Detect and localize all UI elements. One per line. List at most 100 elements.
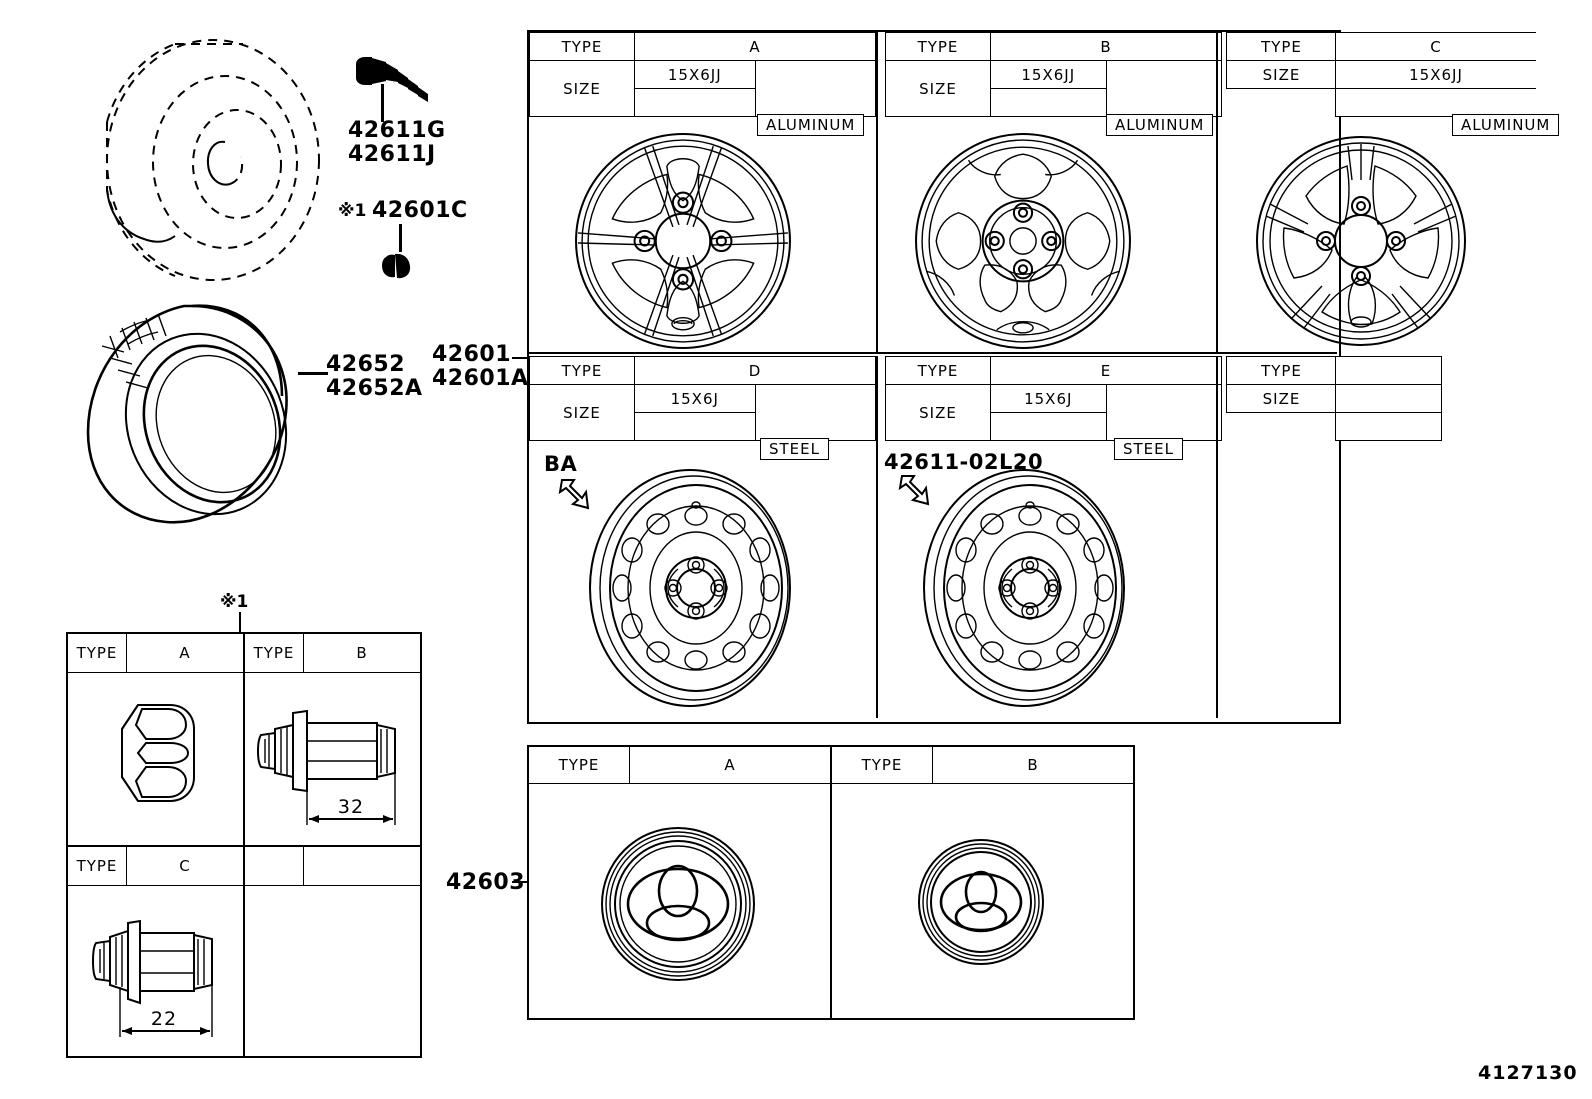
wheel-cell-blank-values	[1335, 356, 1442, 441]
material-steel-E: STEEL	[1114, 438, 1183, 460]
toyota-emblem-large-icon	[601, 827, 755, 981]
divider-D-E	[876, 356, 878, 718]
wheel-cell-blank-header: TYPE SIZE	[1226, 356, 1337, 413]
wheel-drum-illustration	[55, 12, 355, 292]
type-value-B: B	[990, 32, 1222, 61]
row-divider	[529, 352, 1337, 354]
arrow-tag-BA: BA	[544, 452, 578, 476]
type-label-B: TYPE	[885, 32, 991, 61]
wheel-cell-A-header: TYPE A SIZE 15X6JJ	[529, 32, 876, 117]
nut-illustration-cell-empty	[243, 885, 422, 1058]
callout-42601: 42601	[432, 342, 512, 367]
callout-42611G: 42611G	[348, 118, 446, 143]
wheel-illustration-B	[912, 130, 1134, 352]
valve-cap-illustration	[380, 246, 430, 286]
type-value-blank	[1335, 356, 1442, 385]
type-value-C: C	[1335, 32, 1536, 61]
callout-42652: 42652	[326, 352, 406, 377]
size-extra-C	[1335, 88, 1536, 117]
size-empty-A	[754, 60, 876, 117]
wheel-cell-B-header: TYPE B SIZE 15X6JJ	[885, 32, 1222, 117]
nut-type-label-C: TYPE	[66, 845, 127, 886]
size-extra-blank	[1335, 412, 1442, 441]
type-label-blank: TYPE	[1226, 356, 1337, 385]
size-label-blank: SIZE	[1226, 384, 1337, 413]
nut-type-value-C: C	[126, 845, 245, 886]
cap-table-leader-line	[512, 881, 530, 883]
divider-E-blank	[1216, 356, 1218, 718]
nut-illustration-cell-B: 32	[243, 672, 422, 847]
size-label-E: SIZE	[885, 384, 991, 441]
cap-type-value-A: A	[629, 745, 832, 784]
wheel-cell-C-values: C 15X6JJ	[1335, 32, 1536, 117]
size-extra-A	[634, 88, 756, 117]
nut-type-value-empty	[303, 845, 422, 886]
nut-illustration-cell-C: 22	[66, 885, 245, 1058]
callout-42601A: 42601A	[432, 366, 529, 391]
size-empty-E	[1105, 384, 1222, 441]
nut-type-label-A: TYPE	[66, 632, 127, 673]
nut-dimension-C: 22	[151, 1008, 177, 1030]
toyota-emblem-small-icon	[918, 839, 1044, 965]
type-label-C: TYPE	[1226, 32, 1337, 61]
size-empty-D	[754, 384, 876, 441]
callout-42652A: 42652A	[326, 376, 423, 401]
divider-B-C	[1216, 32, 1218, 352]
type-label-D: TYPE	[529, 356, 635, 385]
wheel-illustration-D	[586, 468, 794, 708]
size-value-E: 15X6J	[990, 384, 1107, 413]
material-aluminum-A: ALUMINUM	[757, 114, 865, 136]
dimension-32: 32	[306, 771, 396, 825]
callout-42603: 42603	[446, 870, 526, 895]
size-value-A: 15X6JJ	[634, 60, 756, 89]
size-value-D: 15X6J	[634, 384, 756, 413]
valve-leader-line	[381, 84, 384, 122]
wheel-illustration-A	[572, 130, 794, 352]
nut-type-value-A: A	[126, 632, 245, 673]
size-label-C: SIZE	[1226, 60, 1337, 89]
wheel-cell-D-header: TYPE D SIZE 15X6J	[529, 356, 876, 441]
cap-illustration-cell-A	[527, 783, 832, 1020]
long-bolt-icon: 32	[257, 709, 396, 825]
reference-marker-42601C: ※1	[338, 201, 367, 221]
material-steel-D: STEEL	[760, 438, 829, 460]
diagram-id: 4127130	[1478, 1062, 1578, 1084]
size-extra-D	[634, 412, 756, 441]
wheel-illustration-C	[1252, 132, 1470, 350]
nut-type-value-B: B	[303, 632, 422, 673]
wheel-leader-line	[512, 357, 530, 359]
callout-42611J: 42611J	[348, 142, 436, 167]
arrow-icon-BA	[556, 474, 598, 516]
cap-type-label-A: TYPE	[527, 745, 630, 784]
tire-valve-illustration	[352, 48, 442, 118]
nut-type-label-empty	[243, 845, 304, 886]
nut-marker-leader	[239, 612, 241, 634]
nut-illustration-cell-A	[66, 672, 245, 847]
size-label-D: SIZE	[529, 384, 635, 441]
cap-leader-line	[399, 224, 402, 252]
wheel-cell-E-header: TYPE E SIZE 15X6J	[885, 356, 1222, 441]
type-label-A: TYPE	[529, 32, 635, 61]
tire-illustration	[66, 296, 336, 536]
center-cap-table: TYPE A TYPE B	[527, 745, 1135, 1020]
size-label-B: SIZE	[885, 60, 991, 117]
material-aluminum-B: ALUMINUM	[1106, 114, 1214, 136]
wheel-cell-C-header: TYPE SIZE	[1226, 32, 1337, 89]
nut-table-marker: ※1	[220, 592, 249, 612]
cap-illustration-cell-B	[830, 783, 1135, 1020]
arrow-icon-E	[896, 470, 938, 512]
size-value-blank	[1335, 384, 1442, 413]
type-value-A: A	[634, 32, 876, 61]
nut-type-label-B: TYPE	[243, 632, 304, 673]
type-value-E: E	[990, 356, 1222, 385]
size-extra-E	[990, 412, 1107, 441]
tire-leader-line	[298, 372, 328, 375]
size-label-A: SIZE	[529, 60, 635, 117]
divider-A-B	[876, 32, 878, 352]
dimension-22: 22	[119, 983, 213, 1037]
size-extra-B	[990, 88, 1107, 117]
wheel-illustration-E	[920, 468, 1128, 708]
nut-spec-table: TYPE A TYPE B	[66, 632, 422, 1058]
cap-type-value-B: B	[932, 745, 1135, 784]
